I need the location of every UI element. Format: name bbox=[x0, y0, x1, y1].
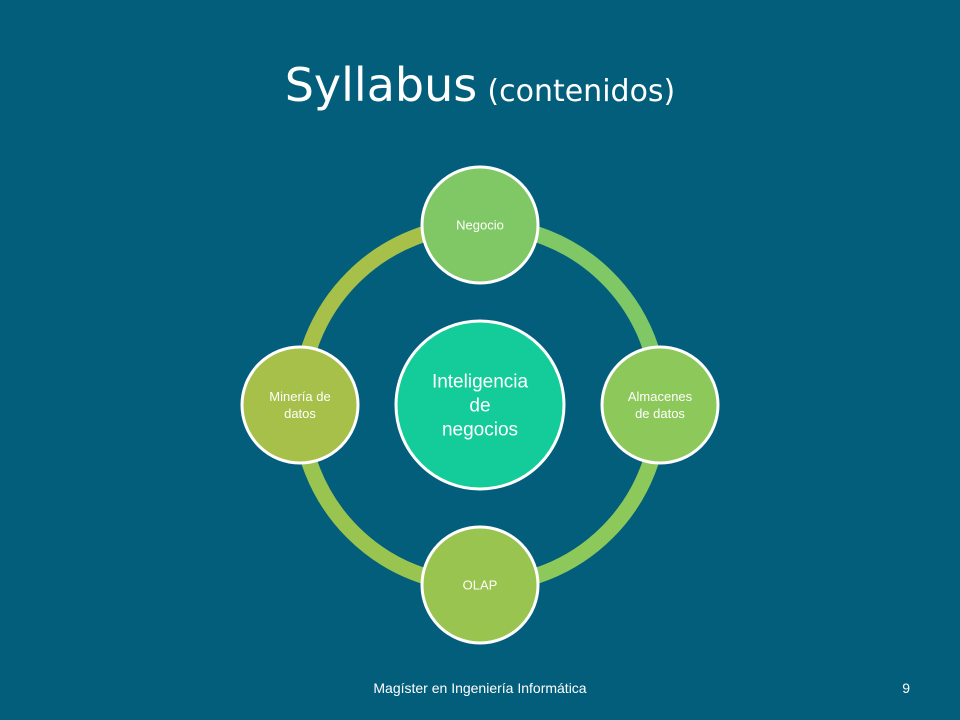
title-sub: (contenidos) bbox=[487, 74, 676, 109]
node-negocio: Negocio bbox=[420, 165, 540, 285]
node-circle-mineria bbox=[240, 345, 360, 465]
node-circle-olap bbox=[420, 525, 540, 645]
title-main: Syllabus bbox=[284, 58, 478, 112]
node-circle-almacenes bbox=[600, 345, 720, 465]
node-label-negocio: Negocio bbox=[456, 218, 504, 233]
node-circle-negocio bbox=[420, 165, 540, 285]
slide-title: Syllabus (contenidos) bbox=[0, 58, 960, 112]
node-olap: OLAP bbox=[420, 525, 540, 645]
node-circle-center bbox=[394, 319, 566, 491]
node-label-olap: OLAP bbox=[463, 578, 498, 593]
footer-text: Magíster en Ingeniería Informática bbox=[373, 680, 587, 696]
slide-number: 9 bbox=[902, 680, 910, 696]
